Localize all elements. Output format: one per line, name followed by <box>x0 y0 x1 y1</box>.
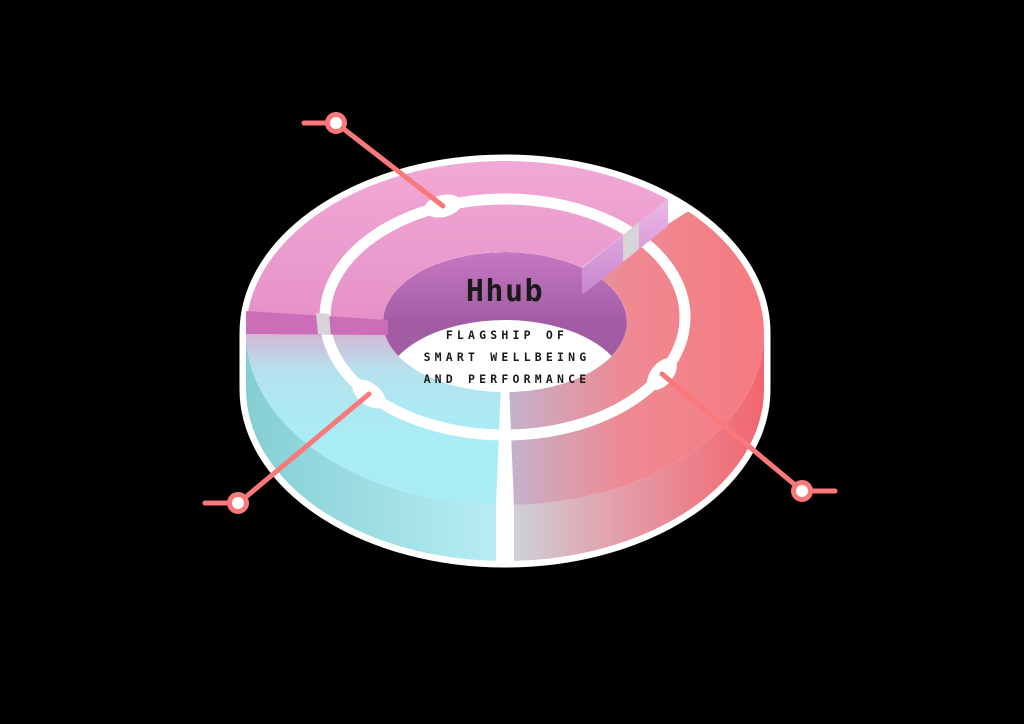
callout-line-bottom-left <box>244 391 372 499</box>
callout-circle-bottom-left <box>227 492 249 514</box>
segment-cyan-side <box>245 333 496 561</box>
groove-notch-left <box>316 313 331 335</box>
callout-line-bottom-right <box>659 371 797 487</box>
tagline-line-2: SMART WELLBEING <box>424 350 591 364</box>
callout-circle-bottom-right <box>791 480 813 502</box>
callout-line-top-left <box>342 127 446 209</box>
segment-cyan-top <box>245 322 501 505</box>
callout-circle-top-left <box>325 112 347 134</box>
groove-notch-right <box>623 222 639 262</box>
tagline-line-3: AND PERFORMANCE <box>424 372 591 386</box>
center-title: Hhub <box>466 274 544 309</box>
tagline-line-1: FLAGSHIP OF <box>446 328 568 342</box>
hole-inner-wall <box>383 252 627 390</box>
segment-red-side <box>514 333 764 561</box>
